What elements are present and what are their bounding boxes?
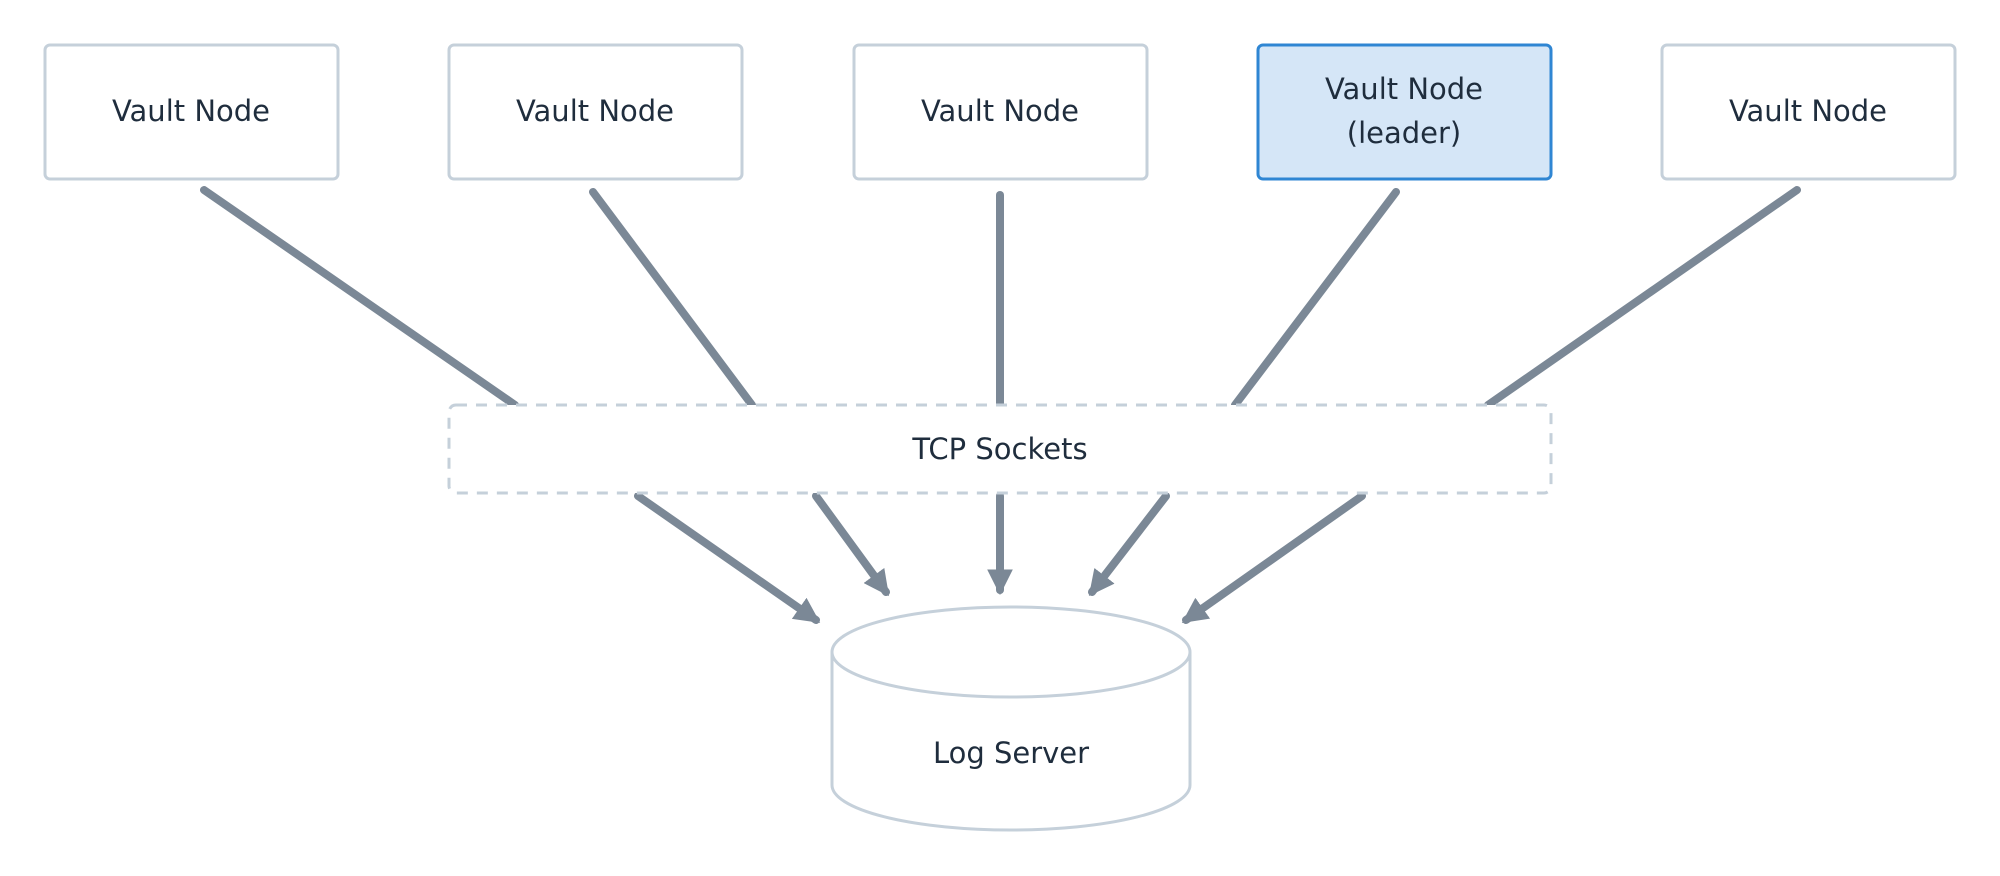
vault-node-label: Vault Node — [516, 94, 674, 128]
connector-node-5 — [1484, 186, 1801, 409]
tcp-sockets-group: TCP Sockets — [447, 403, 1553, 495]
connector-node-2 — [589, 188, 756, 409]
connector-node-4 — [1231, 188, 1400, 409]
vault-node-box — [43, 43, 340, 181]
arrow-to-server-5 — [1181, 492, 1366, 624]
vault-nodes: Vault Node Vault Node Vault Node Vault N… — [43, 43, 1957, 181]
tcp-sockets-box — [447, 403, 1553, 495]
connector-node-1 — [200, 186, 519, 409]
vault-node-leader[interactable]: Vault Node (leader) — [1256, 43, 1553, 181]
vault-node-label: Vault Node — [112, 94, 270, 128]
vault-node-leader-box — [1256, 43, 1553, 181]
vault-node-1[interactable]: Vault Node — [43, 43, 340, 181]
log-server[interactable]: Log Server — [830, 605, 1192, 832]
tcp-sockets-label: TCP Sockets — [911, 432, 1087, 466]
vault-node-label: Vault Node — [1729, 94, 1887, 128]
vault-node-2[interactable]: Vault Node — [447, 43, 744, 181]
log-server-body — [830, 652, 1192, 832]
log-server-top — [830, 605, 1192, 699]
log-server-label: Log Server — [933, 736, 1089, 770]
vault-node-box — [447, 43, 744, 181]
vault-node-label: Vault Node — [1325, 72, 1483, 106]
node-connectors — [200, 186, 1801, 409]
vault-node-5[interactable]: Vault Node — [1660, 43, 1957, 181]
server-arrows — [634, 492, 1366, 624]
arrow-to-server-4 — [1088, 492, 1170, 597]
vault-node-box — [852, 43, 1149, 181]
vault-node-box — [1660, 43, 1957, 181]
vault-node-3[interactable]: Vault Node — [852, 43, 1149, 181]
arrow-to-server-1 — [634, 492, 821, 624]
vault-node-label: Vault Node — [921, 94, 1079, 128]
arrow-to-server-2 — [812, 492, 890, 597]
vault-node-leader-sublabel: (leader) — [1347, 116, 1461, 150]
